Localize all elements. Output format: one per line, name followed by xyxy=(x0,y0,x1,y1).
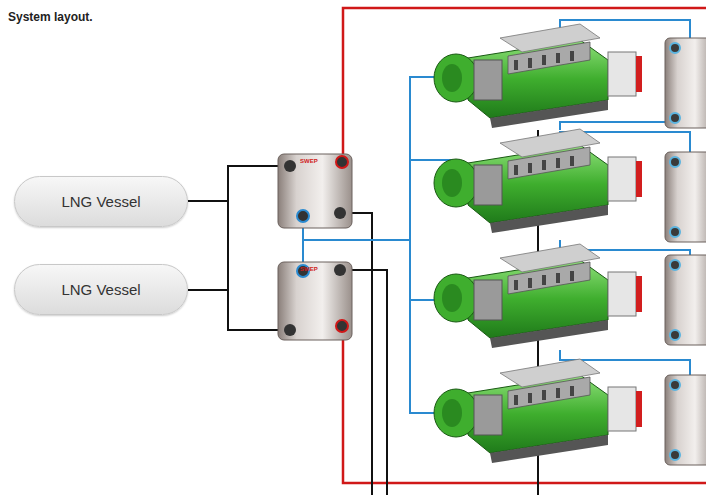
brand-label: SWEP xyxy=(300,266,318,272)
node-text: LNG Vessel xyxy=(61,281,140,298)
brand-label: SWEP xyxy=(300,158,318,164)
lng-vessel: LNG Vessel xyxy=(14,264,188,315)
node-text: LNG Vessel xyxy=(61,193,140,210)
lng-vessel: LNG Vessel xyxy=(14,176,188,227)
diagram-title: System layout. xyxy=(8,10,93,24)
